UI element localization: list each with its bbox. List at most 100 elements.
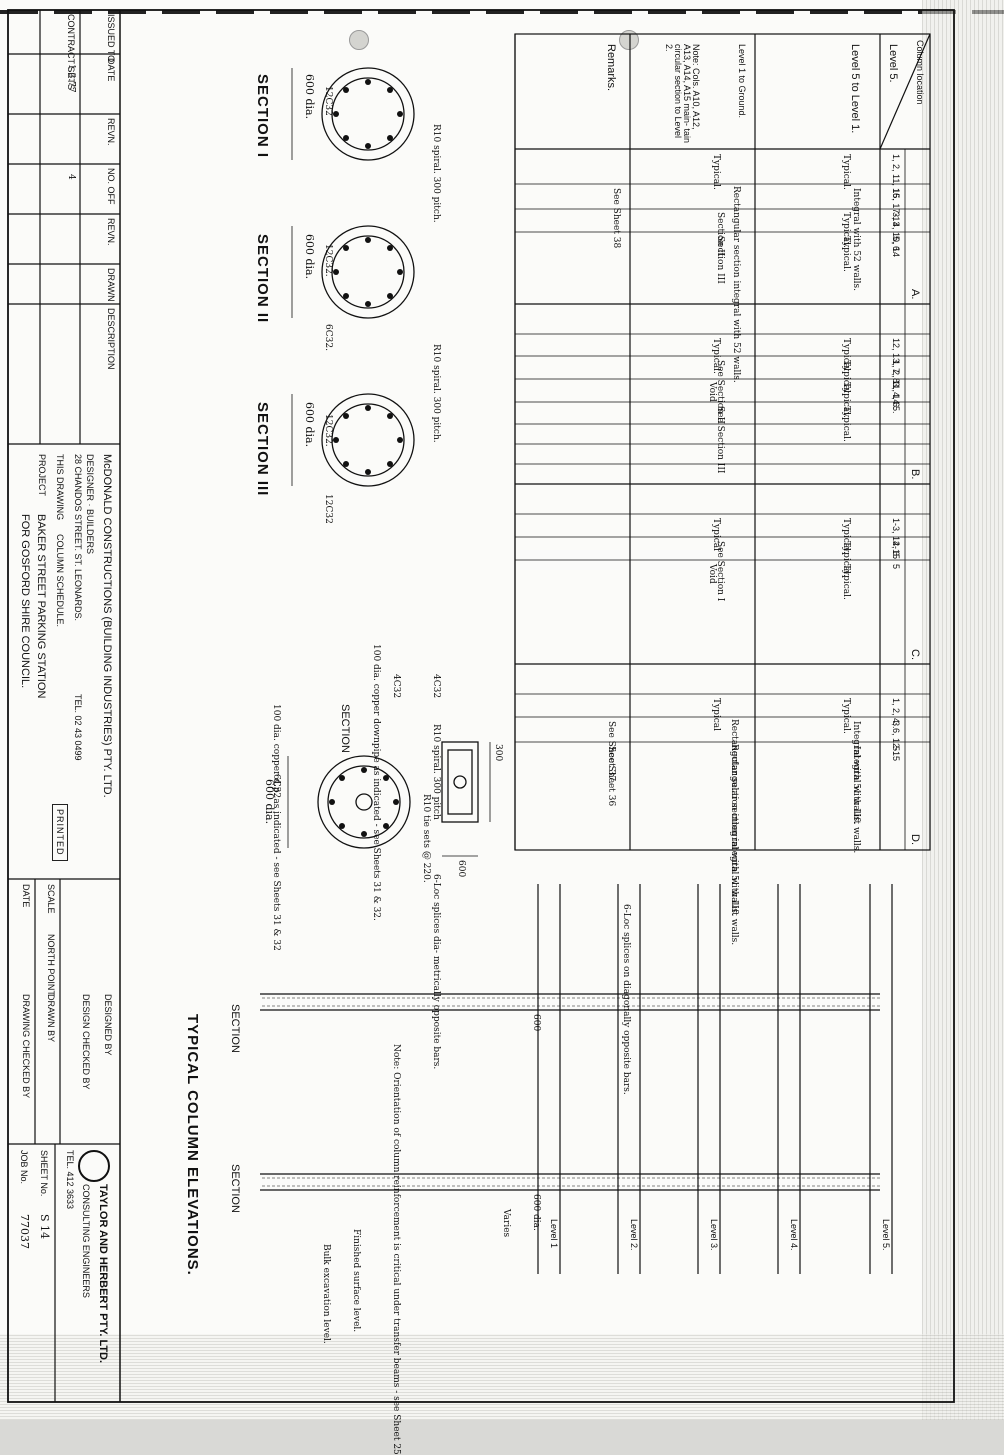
tb-no-off: NO. OFF — [106, 168, 116, 205]
group-letter-b: B. — [909, 469, 921, 480]
cell-b-typical-u4: Typical. — [841, 406, 851, 442]
cell-a-remark: See Sheet 38 — [611, 188, 621, 249]
tb-company-sub: DESIGNER · BUILDERS — [85, 454, 95, 555]
group-letter-d: D. — [909, 834, 921, 845]
cell-a-typical-lower: Typical. — [711, 154, 721, 190]
col-id-c3: 5 — [891, 564, 901, 570]
tb-contract-count: 4 — [66, 174, 76, 180]
tb-consultant-tel: TEL. 412 3633 — [65, 1150, 75, 1210]
tb-issued-to: ISSUED TO — [106, 14, 116, 63]
top-dash-border — [0, 10, 1004, 14]
col-id-b4: 5. — [891, 406, 901, 414]
header-column-location: Column location — [915, 40, 925, 105]
section-4-title: SECTION — [339, 704, 351, 753]
scan-noise-right — [922, 0, 1004, 1420]
section-ii-title: SECTION II — [254, 234, 271, 324]
tb-date: DATE — [106, 58, 116, 82]
elev-orientation-note: Note: Orientation of column reinforcemen… — [391, 1044, 401, 1455]
section-rect-downpipe: 100 dia. copper downpipe as indicated - … — [371, 644, 381, 921]
cell-a-typical-3: Typical. — [841, 236, 851, 272]
section-i-bars: 12C32 — [323, 86, 333, 116]
tb-drawing-checked: DRAWING CHECKED BY — [21, 994, 31, 1099]
section-ii-dia: 600 dia. — [303, 234, 316, 280]
row-label-level5-to-level1: Level 5 to Level 1. — [849, 44, 861, 134]
section-iii-extra: 12C32 — [323, 494, 333, 524]
tb-company-address: 28 CHANDOS STREET. ST. LEONARDS. — [73, 454, 83, 622]
tb-north-point: NORTH POINT — [46, 934, 56, 996]
elev-splice-note: 6-Loc splices on diagonally opposite bar… — [621, 904, 631, 1095]
tb-revn: REVN. — [106, 118, 116, 146]
row-note: Note: Cols. A10, A12, A13, A14, A15 main… — [664, 44, 701, 144]
col-id-d2: 3. — [891, 721, 901, 729]
section-ii-spiral: R10 spiral. 300 pitch. — [431, 344, 441, 443]
cell-a-section-iii: Section III — [715, 236, 725, 284]
row-label-remarks: Remarks. — [605, 44, 617, 92]
cell-b-section-iii: See Section III — [715, 406, 725, 474]
tb-scale: SCALE — [46, 884, 56, 914]
tb-date-2: DATE — [21, 884, 31, 908]
scan-noise-bottom — [0, 1334, 1004, 1420]
tb-project-label: PROJECT — [37, 454, 47, 497]
punch-hole-left — [349, 30, 369, 50]
col-id-a4: 5, 6. — [891, 236, 901, 254]
col-id-d3: 5. — [891, 746, 901, 754]
section-4-spiral: R10 spiral. 300 pitch — [431, 724, 441, 820]
elev-section-title-2: SECTION — [229, 1164, 241, 1213]
elev-dim-600: 600 — [531, 1014, 541, 1032]
cell-d-integral-lift: Integral with Lift walls. — [851, 746, 861, 854]
tb-project-2: FOR GOSFORD SHIRE COUNCIL. — [19, 514, 31, 689]
tb-project-1: BAKER STREET PARKING STATION — [35, 514, 47, 699]
cell-b-void: Void — [707, 382, 717, 402]
tb-company-tel: TEL. 02 43 0499 — [73, 694, 83, 761]
cell-d-remark-36: See Sheet 36 — [606, 746, 616, 807]
elev-level-2: Level 2. — [629, 1219, 639, 1251]
section-4-downpipe: 100 dia. copper d.p. as indicated - see … — [271, 704, 281, 951]
cell-c-void: Void — [707, 564, 717, 584]
tb-company: McDONALD CONSTRUCTIONS (BUILDING INDUSTR… — [101, 454, 113, 798]
elev-section-title-1: SECTION — [229, 1004, 241, 1053]
section-rect-bars: 4C32 — [391, 674, 401, 699]
punch-hole-right — [619, 30, 639, 50]
tb-revn2: REVN. — [106, 218, 116, 246]
section-rect-ties: R10 tie sets @ 220. — [421, 794, 431, 883]
section-4-dia: 600 dia. — [263, 779, 276, 825]
elev-dim-600-dia: 600 dia. — [531, 1194, 541, 1231]
tb-designed-by: DESIGNED BY — [103, 994, 113, 1056]
elev-level-5: Level 5. — [881, 1219, 891, 1251]
col-id-a2: 16. — [891, 188, 901, 201]
section-ii-extra: 6C32. — [323, 324, 333, 351]
tb-description: DESCRIPTION — [106, 308, 116, 370]
tb-consultant: TAYLOR AND HERBERT PTY. LTD. — [97, 1184, 109, 1364]
drawing-linework — [7, 9, 955, 1403]
section-iii-bars: 12C32. — [323, 414, 333, 447]
elev-finished-surface: Finished surface level. — [351, 1229, 361, 1333]
section-i-title: SECTION I — [254, 74, 271, 159]
group-letter-c: C. — [909, 649, 921, 660]
row-label-level1-to-ground: Level 1 to Ground. — [737, 44, 747, 119]
cell-d-rect-lift: Rectangular section integral with Lift w… — [729, 744, 739, 946]
tb-this-drawing-label: THIS DRAWING — [55, 454, 65, 521]
section-iii-dia: 600 dia. — [303, 402, 316, 448]
section-rect-splices: 6-Loc splices dia- metrically opposite b… — [431, 874, 441, 1070]
tb-this-drawing: COLUMN SCHEDULE. — [55, 534, 65, 628]
tb-job-no: 77037 — [18, 1214, 31, 1249]
rotated-drawing: Column location Level 5. Level 5 to Leve… — [2, 4, 960, 1455]
tb-contract-date: 1.3.77 — [66, 64, 76, 93]
elev-varies: Varies — [501, 1209, 511, 1238]
tb-sheet-no: S 14 — [38, 1214, 51, 1240]
section-rect-bars-top: 4C32 — [431, 674, 441, 699]
elev-level-3: Level 3. — [709, 1219, 719, 1251]
printed-stamp: PRINTED — [52, 804, 68, 861]
tb-sheet-label: SHEET No. — [39, 1150, 49, 1197]
tb-job-label: JOB No. — [19, 1150, 29, 1185]
cell-c-typical-u3: Typical. — [841, 564, 851, 600]
header-level-5: Level 5. — [887, 44, 899, 83]
consultant-logo — [78, 1150, 110, 1182]
tb-consultant-sub: CONSULTING ENGINEERS — [81, 1184, 91, 1298]
cell-d-typical-u1: Typical. — [841, 698, 851, 734]
section-iii-title: SECTION III — [254, 402, 271, 497]
section-rect-depth: 600 — [456, 860, 466, 878]
elevations-title: TYPICAL COLUMN ELEVATIONS. — [184, 1014, 201, 1276]
elev-level-4: Level 4. — [789, 1219, 799, 1251]
